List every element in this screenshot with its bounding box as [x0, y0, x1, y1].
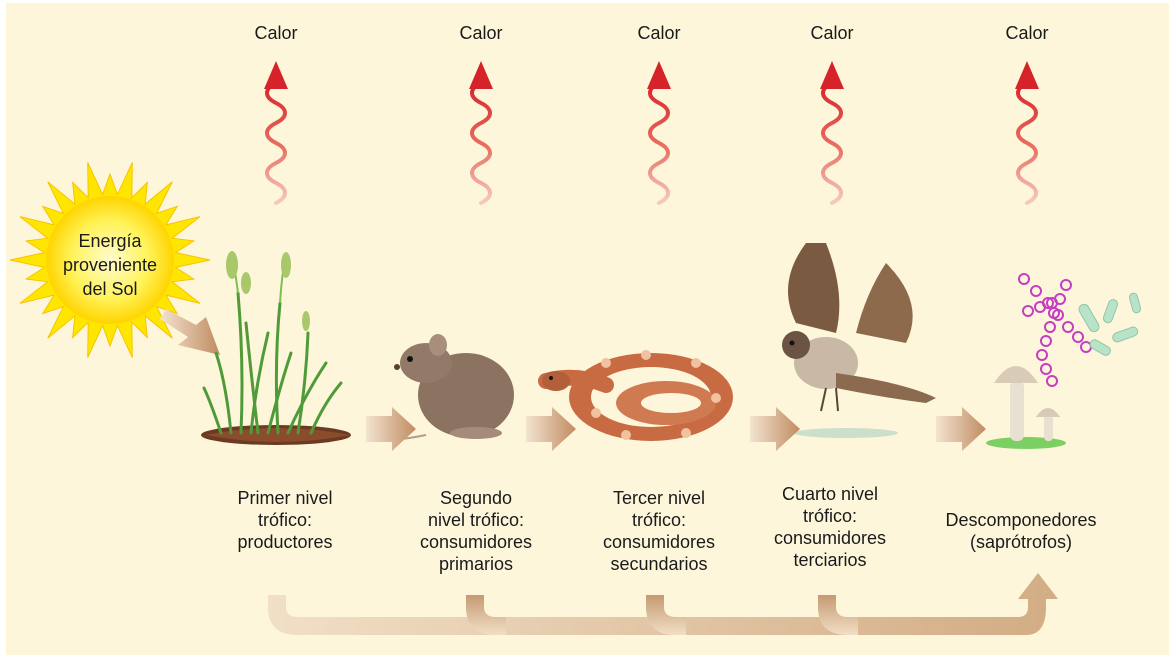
sun-energy-label: Energía proveniente del Sol — [50, 229, 170, 301]
label-line: trófico: — [200, 509, 370, 531]
sun-label-line: del Sol — [50, 277, 170, 301]
label-line: Descomponedores — [926, 509, 1116, 531]
label-line: terciarios — [745, 549, 915, 571]
sun-label-line: proveniente — [50, 253, 170, 277]
level-label-decomposers: Descomponedores (saprótrofos) — [926, 509, 1116, 553]
heat-wave-arrow-icon — [1015, 61, 1039, 203]
label-line: Segundo — [391, 487, 561, 509]
level-label-primary-consumers: Segundo nivel trófico: consumidores prim… — [391, 487, 561, 575]
food-chain-diagram: Calor Calor Calor Calor Calor Energía pr… — [6, 3, 1169, 655]
label-line: trófico: — [574, 509, 744, 531]
heat-wave-arrow-icon — [469, 61, 493, 203]
level-label-tertiary-consumers: Cuarto nivel trófico: consumidores terci… — [745, 483, 915, 571]
label-line: Primer nivel — [200, 487, 370, 509]
label-line: consumidores — [745, 527, 915, 549]
label-line: nivel trófico: — [391, 509, 561, 531]
decomposition-return-arrow — [268, 573, 1058, 635]
label-line: primarios — [391, 553, 561, 575]
label-line: (saprótrofos) — [926, 531, 1116, 553]
energy-flow-arrow — [366, 407, 416, 451]
heat-label: Calor — [787, 23, 877, 44]
grass-plant-icon — [201, 251, 351, 445]
energy-flow-arrow — [750, 407, 800, 451]
label-line: trófico: — [745, 505, 915, 527]
bacteria-icon — [1019, 274, 1141, 386]
label-line: consumidores — [391, 531, 561, 553]
label-line: productores — [200, 531, 370, 553]
label-line: secundarios — [574, 553, 744, 575]
heat-label: Calor — [614, 23, 704, 44]
mushroom-icon — [986, 366, 1066, 449]
label-line: consumidores — [574, 531, 744, 553]
energy-flow-arrow — [936, 407, 986, 451]
level-label-producers: Primer nivel trófico: productores — [200, 487, 370, 553]
heat-wave-arrow-icon — [264, 61, 288, 203]
heat-label: Calor — [436, 23, 526, 44]
heat-label: Calor — [982, 23, 1072, 44]
hawk-icon — [782, 243, 936, 438]
sun-label-line: Energía — [50, 229, 170, 253]
label-line: Cuarto nivel — [745, 483, 915, 505]
energy-flow-arrow — [526, 407, 576, 451]
heat-wave-arrow-icon — [647, 61, 671, 203]
label-line: Tercer nivel — [574, 487, 744, 509]
level-label-secondary-consumers: Tercer nivel trófico: consumidores secun… — [574, 487, 744, 575]
heat-label: Calor — [231, 23, 321, 44]
heat-wave-arrow-icon — [820, 61, 844, 203]
